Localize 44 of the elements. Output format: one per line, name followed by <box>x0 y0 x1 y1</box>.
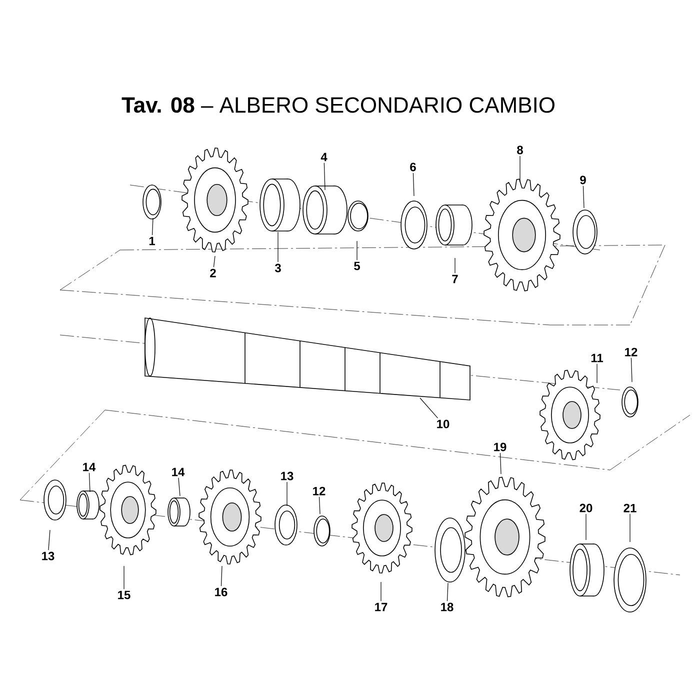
callout-number: 10 <box>437 420 450 428</box>
leader-line <box>178 478 180 496</box>
leader-line <box>356 240 358 260</box>
callout-number: 16 <box>215 588 228 596</box>
callout-number: 11 <box>591 354 604 362</box>
callout-number: 21 <box>624 504 636 512</box>
callout-number: 1 <box>149 236 155 246</box>
callout-number: 17 <box>375 602 388 612</box>
callout-number: 12 <box>625 348 638 356</box>
callout-number: 18 <box>441 602 454 612</box>
callout-number: 5 <box>354 262 360 270</box>
callout-number: 19 <box>494 442 506 452</box>
callout-number: 8 <box>517 146 523 154</box>
leader-line <box>48 530 50 550</box>
leader-line <box>582 186 584 208</box>
callout-number: 15 <box>118 590 130 600</box>
callout-number: 9 <box>580 176 586 184</box>
leader-line <box>596 364 598 384</box>
leader-line <box>412 172 414 196</box>
leader-line <box>286 482 288 506</box>
callout-number: 13 <box>281 472 294 480</box>
leader-line <box>88 472 90 492</box>
leader-line <box>454 258 456 274</box>
callout-number: 14 <box>172 468 185 476</box>
leader-line <box>152 218 154 236</box>
callout-number: 2 <box>210 268 216 278</box>
callout-number: 20 <box>580 504 592 512</box>
callout-number: 13 <box>42 552 54 560</box>
leader-line <box>420 398 438 418</box>
title: Tav. 08 – ALBERO SECONDARIO CAMBIO <box>122 97 554 113</box>
leader-line <box>380 582 382 602</box>
leader-line <box>220 566 222 586</box>
callout-number: 12 <box>313 486 326 496</box>
callout-number: 4 <box>320 152 328 162</box>
callout-number: 6 <box>410 162 416 172</box>
callout-number: 3 <box>274 264 281 272</box>
leader-line <box>446 582 448 602</box>
callout-number: 14 <box>83 462 96 472</box>
leader-line <box>500 452 502 474</box>
leader-line <box>213 256 216 268</box>
callout-number: 7 <box>452 274 458 284</box>
leader-line <box>630 358 632 382</box>
leader-line <box>318 496 320 514</box>
leader-line <box>324 162 326 190</box>
